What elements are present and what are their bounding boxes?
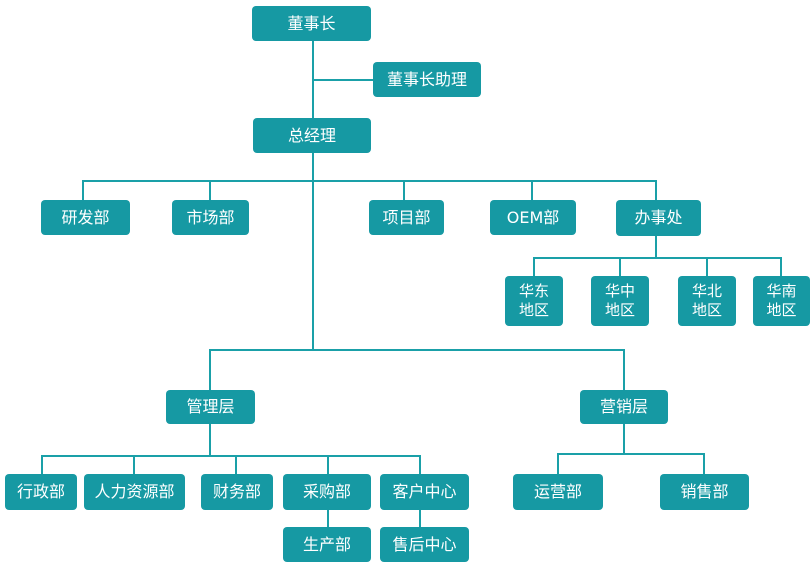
node-label-line1: 华南 <box>766 282 797 300</box>
chairman-node: 董事长 <box>252 6 371 41</box>
node-label: 管理层 <box>186 397 235 416</box>
node-label: 办事处 <box>634 208 683 227</box>
project-department-node: 项目部 <box>369 200 444 235</box>
node-label: 董事长 <box>287 13 336 33</box>
node-label: 行政部 <box>16 482 65 501</box>
production-department-node: 生产部 <box>283 527 371 562</box>
node-label: 研发部 <box>61 207 110 227</box>
node-label: OEM部 <box>506 207 560 227</box>
node-label-line2: 地区 <box>766 301 797 319</box>
node-label-line2: 地区 <box>518 301 549 319</box>
node-label-line1: 华中 <box>604 282 635 300</box>
node-label: 销售部 <box>680 482 729 501</box>
node-label: 人力资源部 <box>94 482 175 501</box>
chairman-assistant-node: 董事长助理 <box>373 62 481 97</box>
general-manager-node: 总经理 <box>253 118 371 153</box>
oem-department-node: OEM部 <box>490 200 576 235</box>
after-sales-center-node: 售后中心 <box>380 527 469 562</box>
region-east-node: 华东 地区 <box>505 276 563 326</box>
sales-department-node: 销售部 <box>660 474 749 510</box>
node-label: 项目部 <box>382 207 431 227</box>
node-label: 采购部 <box>302 482 351 501</box>
procurement-department-node: 采购部 <box>283 474 371 510</box>
region-north-node: 华北 地区 <box>678 276 736 326</box>
operations-department-node: 运营部 <box>513 474 603 510</box>
hr-department-node: 人力资源部 <box>84 474 185 510</box>
node-label: 市场部 <box>186 207 235 227</box>
node-label-line1: 华东 <box>518 282 549 300</box>
region-central-node: 华中 地区 <box>591 276 649 326</box>
region-south-node: 华南 地区 <box>753 276 810 326</box>
node-label: 财务部 <box>212 482 261 501</box>
admin-department-node: 行政部 <box>5 474 77 510</box>
node-label: 售后中心 <box>392 534 457 554</box>
management-layer-node: 管理层 <box>166 390 255 424</box>
node-label: 运营部 <box>533 482 582 501</box>
marketing-department-node: 市场部 <box>172 200 249 235</box>
node-label: 客户中心 <box>392 482 457 501</box>
node-label-line2: 地区 <box>691 301 722 319</box>
sales-layer-node: 营销层 <box>580 390 668 424</box>
node-label: 总经理 <box>287 125 336 145</box>
node-label-line1: 华北 <box>691 282 722 300</box>
rd-department-node: 研发部 <box>41 200 130 235</box>
office-node: 办事处 <box>616 200 701 236</box>
node-label-line2: 地区 <box>604 301 635 319</box>
finance-department-node: 财务部 <box>201 474 273 510</box>
customer-center-node: 客户中心 <box>380 474 469 510</box>
node-label: 生产部 <box>302 534 351 554</box>
node-label: 营销层 <box>599 397 648 416</box>
node-label: 董事长助理 <box>386 69 467 89</box>
